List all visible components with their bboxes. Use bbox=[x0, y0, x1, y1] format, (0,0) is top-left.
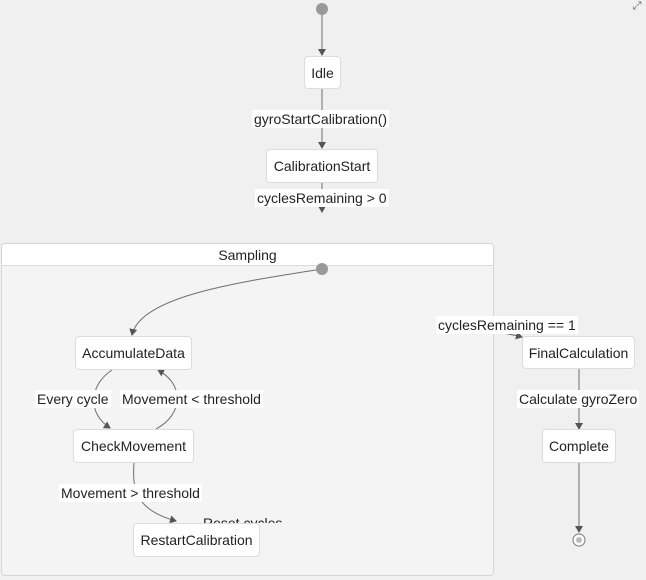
edge-inner-initial-to-accumulate bbox=[129, 268, 323, 336]
state-check-movement[interactable]: CheckMovement bbox=[73, 429, 194, 463]
transition-label-every-cycle: Every cycle bbox=[35, 390, 111, 408]
state-complete[interactable]: Complete bbox=[542, 429, 616, 463]
transition-label-start-to-sampling: cyclesRemaining > 0 bbox=[255, 189, 389, 207]
state-final-calculation[interactable]: FinalCalculation bbox=[522, 336, 635, 369]
transition-label-reset-cycles: Reset cycles bbox=[203, 515, 283, 523]
transition-label-movement-above: Movement > threshold bbox=[59, 484, 202, 502]
transition-label-sampling-to-final: cyclesRemaining == 1 bbox=[436, 316, 578, 334]
state-restart-calibration[interactable]: RestartCalibration bbox=[133, 523, 260, 557]
sampling-initial-state-dot bbox=[316, 263, 328, 275]
transition-label-calculate-gyrozero: Calculate gyroZero bbox=[517, 390, 640, 408]
transition-label-idle-to-start: gyroStartCalibration() bbox=[252, 110, 390, 128]
composite-title: Sampling bbox=[2, 244, 493, 266]
transition-label-movement-below: Movement < threshold bbox=[120, 390, 263, 408]
composite-state-sampling[interactable]: Sampling bbox=[1, 243, 494, 576]
initial-state-dot bbox=[316, 3, 328, 15]
state-calibration-start[interactable]: CalibrationStart bbox=[266, 149, 378, 183]
state-idle[interactable]: Idle bbox=[304, 56, 341, 89]
expand-icon[interactable]: ⤢ bbox=[632, 0, 642, 12]
final-state-inner bbox=[576, 537, 582, 543]
state-accumulate-data[interactable]: AccumulateData bbox=[75, 336, 192, 370]
